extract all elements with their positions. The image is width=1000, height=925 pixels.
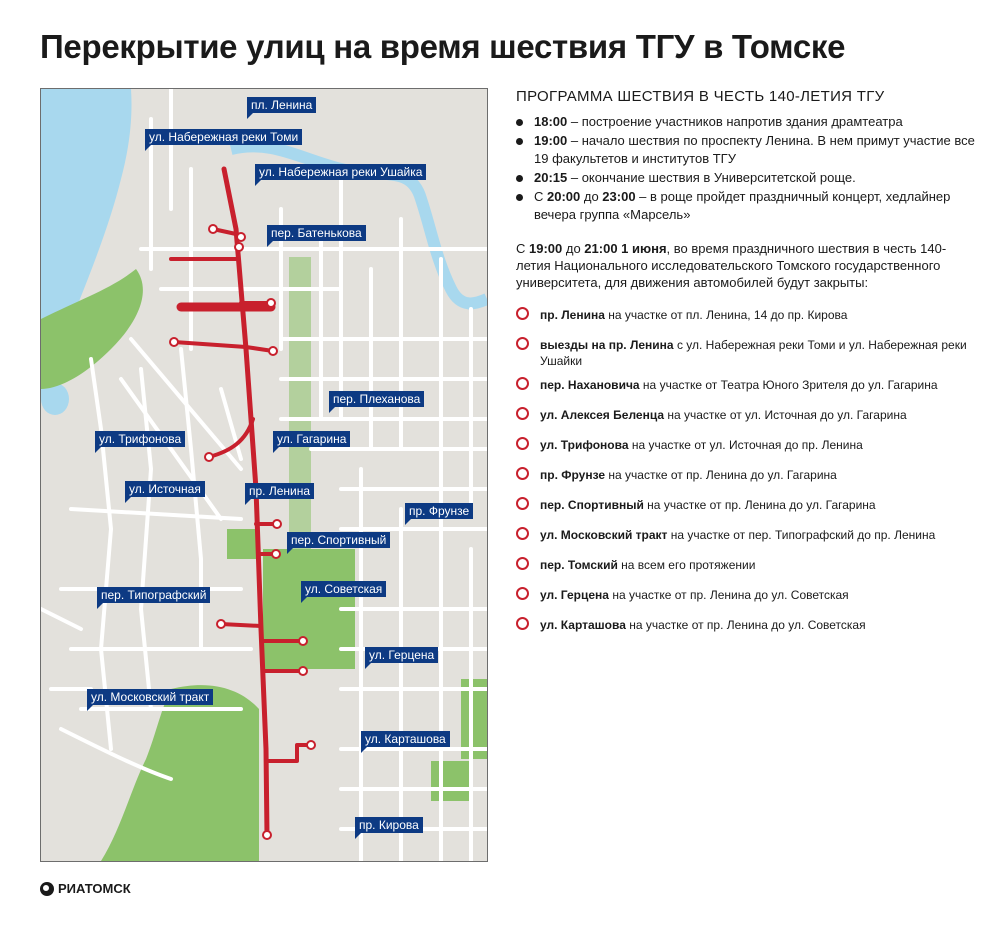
label-nab-ushaiki: ул. Набережная реки Ушайка [255, 164, 427, 186]
closure-item: пр. Фрунзе на участке от пр. Ленина до у… [516, 467, 976, 483]
label-istochnaya: ул. Источная [125, 481, 205, 503]
program-item: 20:15 – окончание шествия в Университетс… [516, 169, 976, 187]
page-title: Перекрытие улиц на время шествия ТГУ в Т… [40, 28, 846, 65]
label-nab-tomi: ул. Набережная реки Томи [145, 129, 303, 151]
label-tipografsky: пер. Типографский [97, 587, 211, 609]
closure-item: ул. Карташова на участке от пр. Ленина д… [516, 617, 976, 633]
closure-item: ул. Трифонова на участке от ул. Источная… [516, 437, 976, 453]
lake [41, 383, 69, 415]
closure-item: ул. Герцена на участке от пр. Ленина до … [516, 587, 976, 603]
label-batenkova: пер. Батенькова [267, 225, 366, 247]
river-ushaika [229, 140, 487, 310]
closure-item: ул. Алексея Беленца на участке от ул. Ис… [516, 407, 976, 423]
program-title: ПРОГРАММА ШЕСТВИЯ В ЧЕСТЬ 140-ЛЕТИЯ ТГУ [516, 88, 885, 105]
closure-endpoints [169, 224, 316, 840]
logo-icon [40, 881, 54, 896]
closure-item: пр. Ленина на участке от пл. Ленина, 14 … [516, 307, 976, 323]
label-pr-lenina: пр. Ленина [245, 483, 315, 505]
label-sportivny: пер. Спортивный [287, 532, 391, 554]
logo-text: РИАТОМСК [58, 881, 131, 896]
closure-item: ул. Московский тракт на участке от пер. … [516, 527, 976, 543]
map-canvas [41, 89, 487, 861]
closure-item: пер. Нахановича на участке от Театра Юно… [516, 377, 976, 393]
closure-item: пер. Томский на всем его протяжении [516, 557, 976, 573]
park-small [431, 761, 471, 801]
closure-item: пер. Спортивный на участке от пр. Ленина… [516, 497, 976, 513]
closure-item: выезды на пр. Ленина с ул. Набережная ре… [516, 337, 976, 369]
label-trifonova: ул. Трифонова [95, 431, 186, 453]
program-list: 18:00 – построение участников напротив з… [516, 113, 976, 224]
program-item: С 20:00 до 23:00 – в роще пройдет праздн… [516, 188, 976, 224]
park-strip [289, 257, 311, 557]
label-frunze: пр. Фрунзе [405, 503, 474, 525]
ria-tomsk-logo[interactable]: РИАТОМСК [40, 881, 131, 896]
street-map[interactable]: пл. Ленина ул. Набережная реки Томи ул. … [40, 88, 488, 862]
park-west [41, 269, 143, 389]
label-kartashova: ул. Карташова [361, 731, 450, 753]
label-moskovsky: ул. Московский тракт [87, 689, 214, 711]
label-pl-lenina: пл. Ленина [247, 97, 317, 119]
label-plekhanova: пер. Плеханова [329, 391, 425, 413]
closures-list: пр. Ленина на участке от пл. Ленина, 14 … [516, 307, 976, 633]
park-square [227, 529, 259, 559]
park-south [101, 685, 259, 861]
label-sovetskaya: ул. Советская [301, 581, 387, 603]
closure-intro: С 19:00 до 21:00 1 июня, во время праздн… [516, 241, 947, 290]
label-kirova: пр. Кирова [355, 817, 423, 839]
program-item: 18:00 – построение участников напротив з… [516, 113, 976, 131]
park-east [461, 679, 487, 759]
label-gagarina: ул. Гагарина [273, 431, 351, 453]
program-item: 19:00 – начало шествия по проспекту Лени… [516, 132, 976, 168]
label-gertsena: ул. Герцена [365, 647, 439, 669]
info-panel: ПРОГРАММА ШЕСТВИЯ В ЧЕСТЬ 140-ЛЕТИЯ ТГУ … [516, 88, 976, 647]
